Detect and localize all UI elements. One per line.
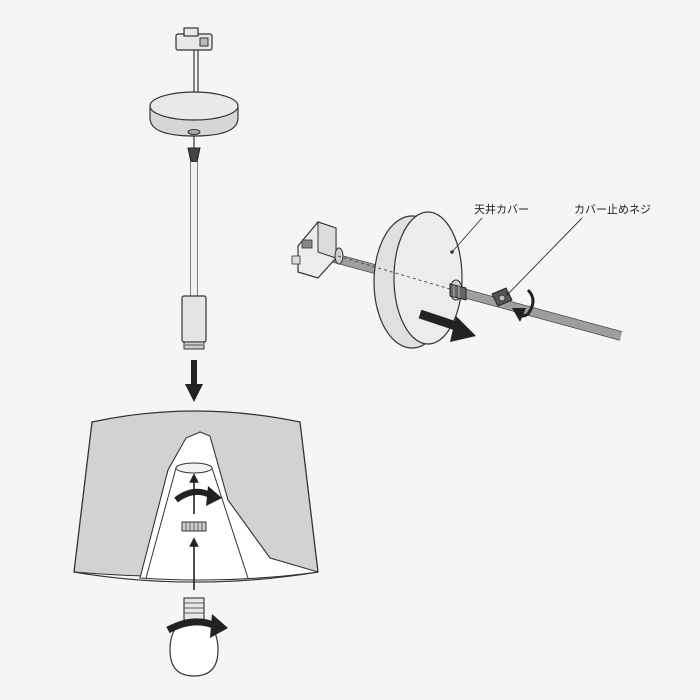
rotate-arrow-icon [512,288,535,322]
pendant-cord [190,162,198,296]
callout-leader-lines [450,217,583,296]
canopy-icon [337,211,463,349]
slide-arrow-icon [418,309,476,342]
plug-adapter-icon [291,221,344,279]
ceiling-cover-detail [291,211,623,349]
track-adapter-icon [175,27,213,92]
cord-lock [187,136,201,163]
ceiling-cover-label: 天井カバー [474,203,529,216]
socket-icon [181,295,207,350]
cord-grip [449,283,467,301]
cover-screw-label: カバー止めネジ [574,203,651,216]
pendant-assembly [73,27,319,677]
canopy-icon [149,91,239,137]
down-arrow-icon [185,360,203,402]
lamp-shade [73,410,319,583]
screw-icon [491,287,513,307]
rotate-arrow-icon [166,614,228,638]
detail-cord [325,251,623,341]
ring-nut [181,521,207,532]
